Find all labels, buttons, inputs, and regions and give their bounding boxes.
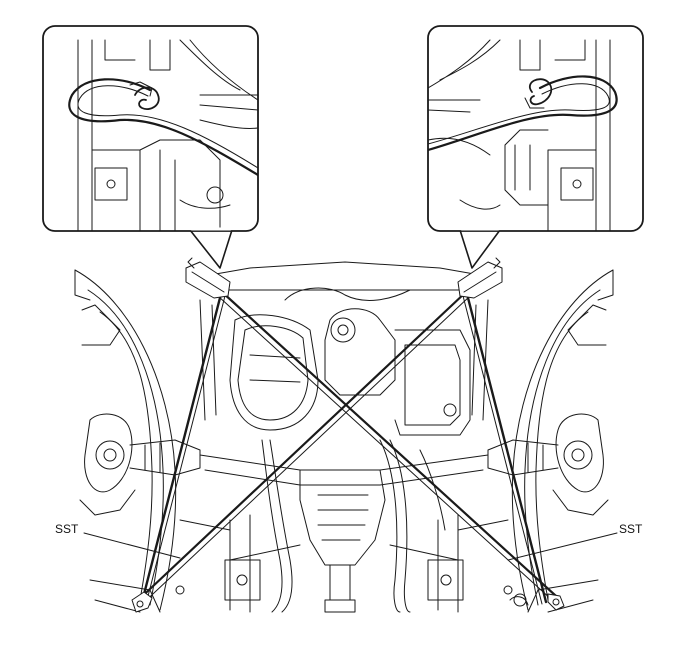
vehicle-underbody <box>74 261 614 613</box>
strap-hook-top-left <box>185 257 231 299</box>
sst-leader-right <box>507 532 618 561</box>
sst-label-right: SST <box>619 522 643 536</box>
sst-belt-cross-a <box>217 290 558 601</box>
sst-belt-cross-b <box>132 290 471 609</box>
sst-label-left: SST <box>55 522 79 536</box>
sst-strap-right <box>461 288 548 605</box>
callout-detail-right <box>427 25 644 269</box>
sst-strap-left <box>140 288 227 605</box>
callout-detail-left <box>42 25 259 269</box>
strap-hook-bottom-right <box>547 593 565 611</box>
strap-hook-bottom-left <box>131 591 153 613</box>
sst-leader-left <box>83 532 181 559</box>
strap-hook-top-right <box>457 257 503 299</box>
